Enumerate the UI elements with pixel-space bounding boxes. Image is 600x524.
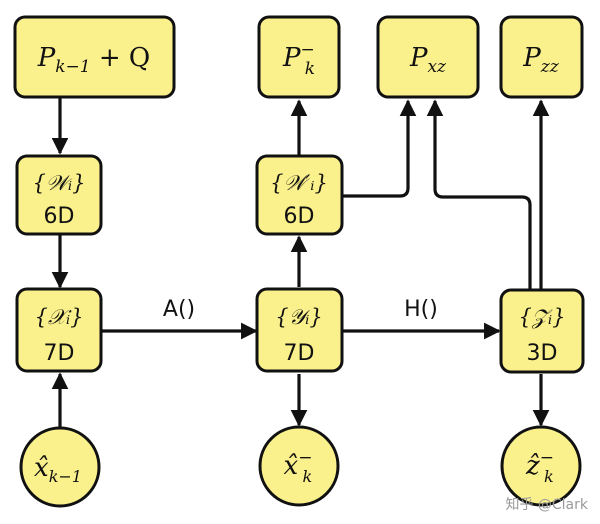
edge-label-measurement: H(): [404, 297, 438, 322]
svg-text:P−k: P−k: [282, 40, 315, 79]
svg-text:x̂k−1: x̂k−1: [34, 453, 82, 486]
w-sigma2-set: {𝒲′ᵢ}: [270, 171, 328, 195]
p-pred-sup: −: [300, 40, 314, 60]
p-xz-var: P: [409, 43, 428, 73]
node-z-predicted: ẑ−k: [500, 425, 582, 507]
p-zz-var: P: [522, 43, 541, 73]
svg-text:Pk−1 + Q: Pk−1 + Q: [37, 43, 151, 77]
node-p-predicted: P−k: [257, 15, 341, 99]
w-sigma-dim: 6D: [44, 204, 75, 229]
x-sigma-set: {𝒳ᵢ}: [34, 305, 83, 329]
z-sigma-set: {𝒵ᵢ}: [519, 305, 566, 329]
node-p-xz: Pxz: [376, 15, 480, 99]
node-p-zz: Pzz: [499, 15, 584, 99]
x-prev-var: x̂: [34, 453, 49, 483]
p-pred-sub: k: [305, 59, 315, 79]
p-xz-sub: xz: [427, 57, 447, 77]
svg-text:x̂−k: x̂−k: [284, 448, 313, 486]
p-prior-sub: k−1: [55, 57, 90, 77]
svg-text:Pzz: Pzz: [522, 43, 559, 77]
svg-text:Pxz: Pxz: [409, 43, 447, 77]
x-sigma-dim: 7D: [44, 341, 75, 366]
edge-label-process: A(): [163, 297, 195, 322]
x-pred-sup: −: [298, 448, 312, 468]
p-zz-sub: zz: [540, 57, 560, 77]
node-w-sigma-prime: {𝒲′ᵢ} 6D: [255, 154, 344, 236]
node-w-sigma: {𝒲ᵢ} 6D: [15, 154, 103, 236]
node-p-prior: Pk−1 + Q: [13, 15, 176, 99]
node-x-predicted: x̂−k: [258, 425, 340, 507]
edge-w2-to-pxz: [342, 99, 417, 198]
node-y-sigma: {𝒴ᵢ} 7D: [255, 287, 344, 373]
w-sigma2-dim: 6D: [284, 204, 315, 229]
watermark: 知乎 @Clark: [505, 496, 588, 513]
w-sigma-set: {𝒲ᵢ}: [33, 171, 86, 195]
p-prior-var: P: [37, 43, 56, 73]
y-sigma-dim: 7D: [284, 341, 315, 366]
edge-z-to-pxz: [426, 99, 532, 289]
x-prev-sub: k−1: [49, 467, 82, 486]
x-pred-var: x̂: [284, 451, 299, 481]
node-z-sigma: {𝒵ᵢ} 3D: [499, 288, 585, 374]
z-pred-sup: −: [540, 448, 554, 468]
x-pred-sub: k: [302, 467, 312, 486]
edges: [51, 98, 550, 427]
z-pred-var: ẑ: [525, 451, 540, 481]
svg-text:ẑ−k: ẑ−k: [525, 448, 554, 486]
z-sigma-dim: 3D: [527, 341, 558, 366]
z-pred-sub: k: [544, 467, 554, 486]
p-pred-var: P: [282, 43, 301, 73]
node-x-sigma: {𝒳ᵢ} 7D: [15, 287, 103, 373]
node-x-prev: x̂k−1: [19, 426, 101, 508]
y-sigma-set: {𝒴ᵢ}: [275, 305, 322, 329]
p-prior-suffix: + Q: [91, 43, 151, 73]
